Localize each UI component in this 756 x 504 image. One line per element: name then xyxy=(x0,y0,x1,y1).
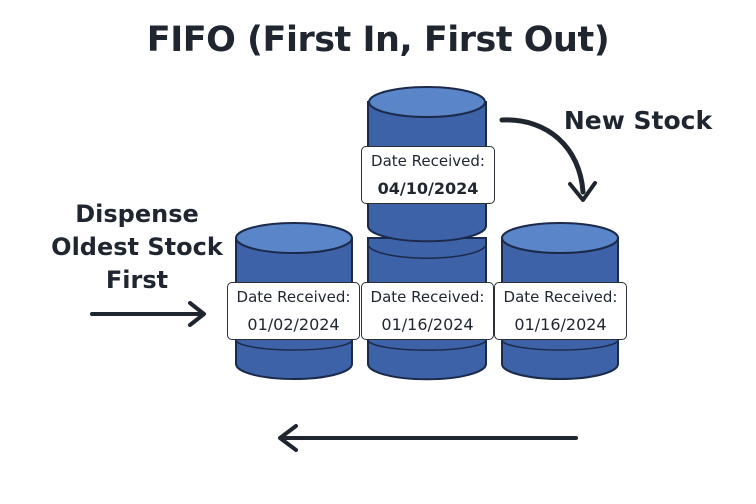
date-label-bottom-middle: Date Received: 01/16/2024 xyxy=(361,282,494,340)
date-received-title: Date Received: xyxy=(236,288,351,306)
new-stock-arrowhead xyxy=(568,181,597,202)
date-label-top: Date Received: 04/10/2024 xyxy=(361,146,495,204)
dispense-oldest-stock-first-text: Dispense Oldest Stock First xyxy=(42,198,232,297)
dispense-line-1: Dispense xyxy=(75,200,199,228)
date-value: 01/16/2024 xyxy=(514,315,607,334)
date-value: 01/02/2024 xyxy=(247,315,340,334)
date-value: 04/10/2024 xyxy=(377,179,479,198)
new-stock-curved-arrow xyxy=(499,117,586,195)
dispense-line-3: First xyxy=(105,266,169,294)
date-received-title: Date Received: xyxy=(371,152,485,170)
dispense-arrowhead xyxy=(188,301,206,327)
date-label-bottom-right: Date Received: 01/16/2024 xyxy=(494,282,627,340)
new-stock-text: New Stock xyxy=(563,106,713,135)
dispense-line-2: Oldest Stock xyxy=(51,233,223,261)
diagram-title: FIFO (First In, First Out) xyxy=(146,20,610,60)
flow-direction-arrowhead xyxy=(278,424,298,452)
date-label-bottom-left: Date Received: 01/02/2024 xyxy=(227,282,360,340)
date-received-title: Date Received: xyxy=(503,288,618,306)
date-received-title: Date Received: xyxy=(370,288,485,306)
date-value: 01/16/2024 xyxy=(381,315,474,334)
